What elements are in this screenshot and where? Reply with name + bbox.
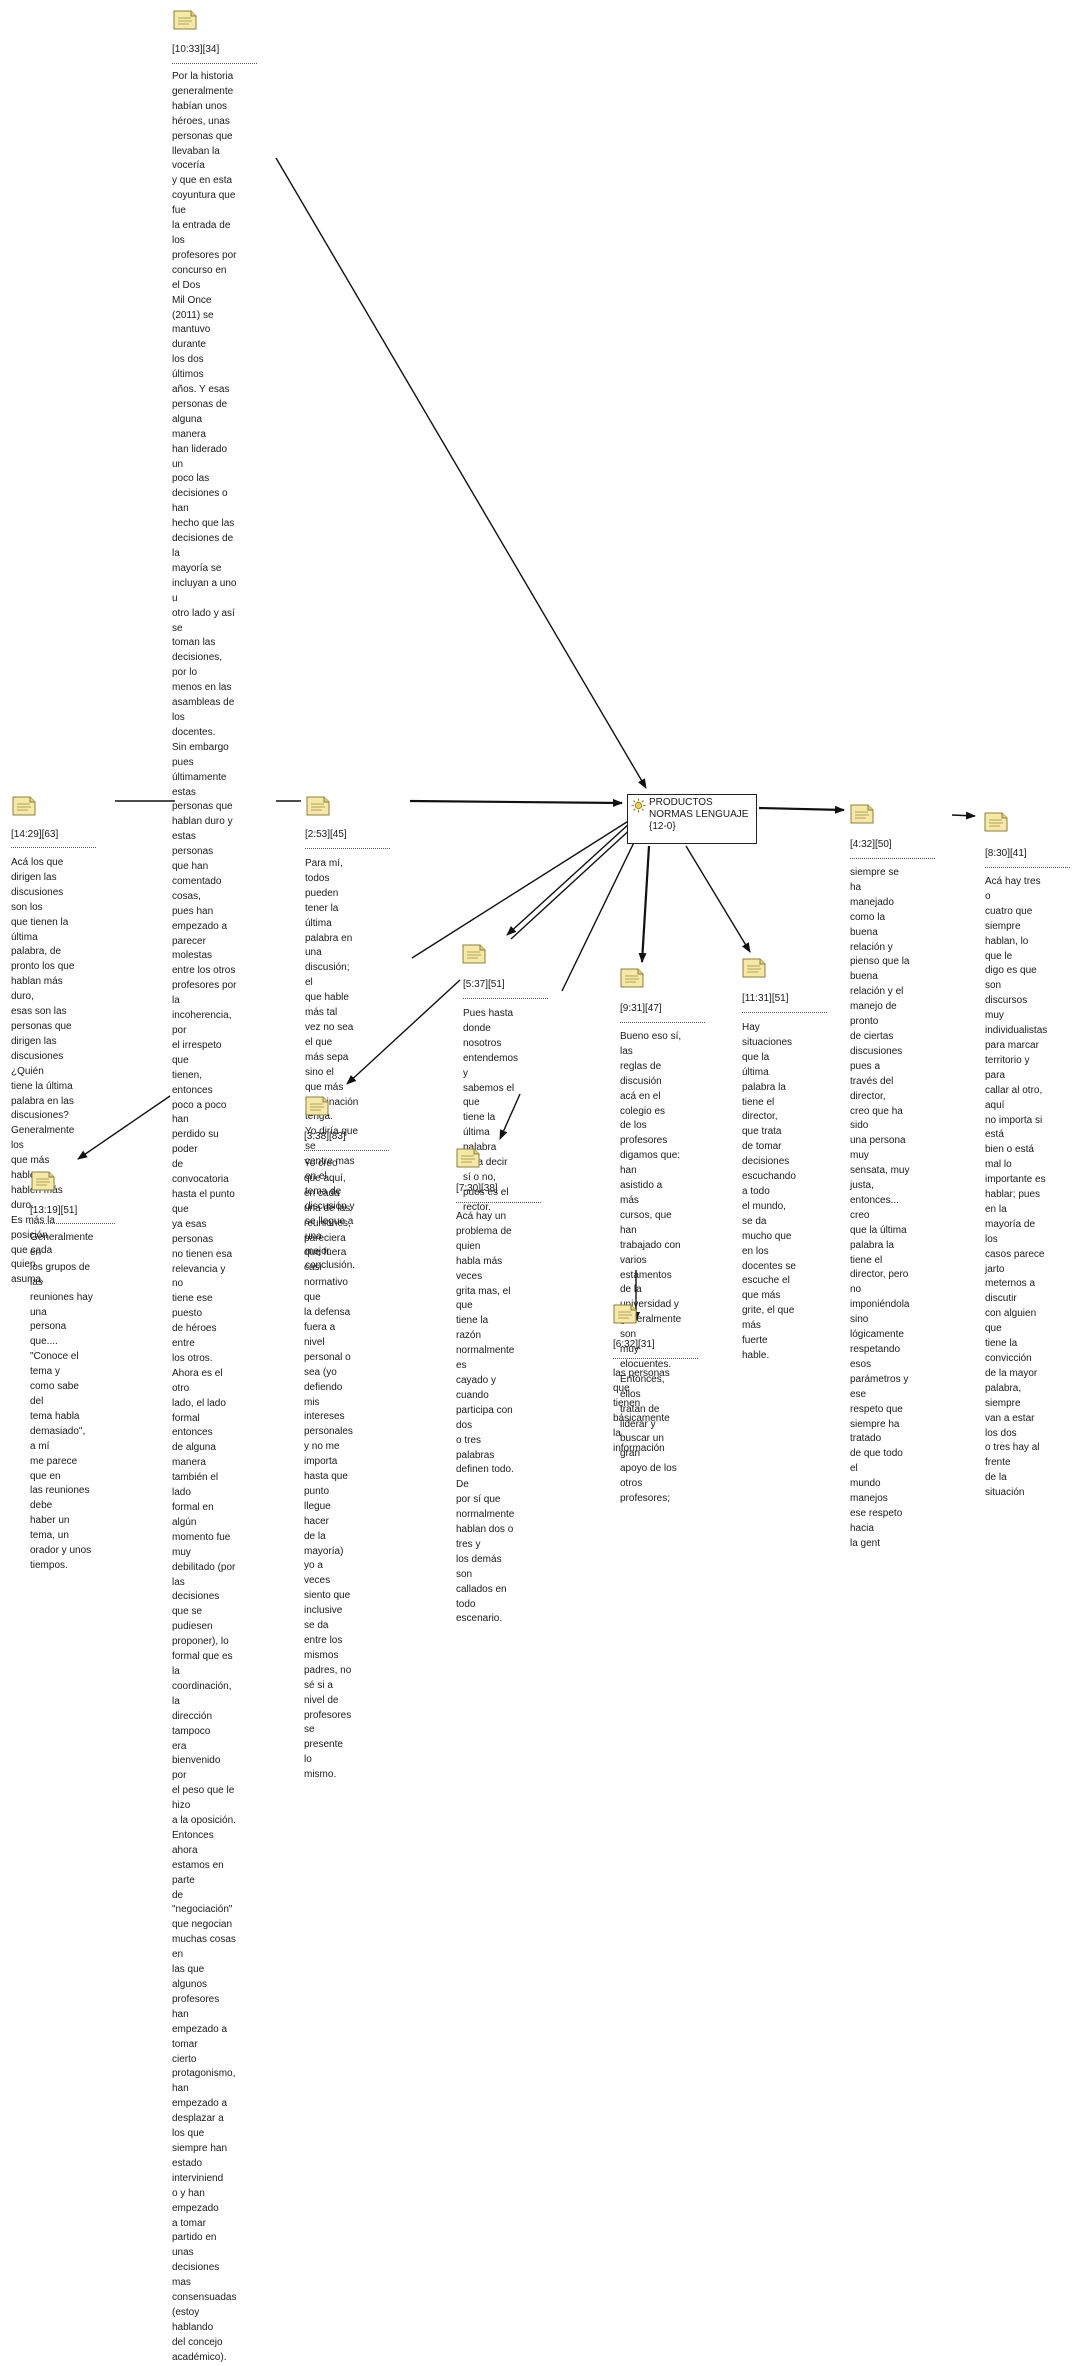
document-icon bbox=[304, 1095, 330, 1117]
document-icon bbox=[11, 795, 37, 817]
hub-title-line1: PRODUCTOS bbox=[649, 797, 713, 808]
divider bbox=[985, 867, 1070, 868]
document-icon bbox=[612, 1303, 638, 1325]
document-icon bbox=[461, 943, 487, 965]
quote-id: [8:30][41] bbox=[985, 848, 1027, 859]
divider bbox=[11, 847, 96, 848]
document-icon bbox=[455, 1147, 481, 1169]
document-icon bbox=[30, 1170, 56, 1192]
divider bbox=[172, 63, 257, 64]
quote-text: Acá hay un problema de quien habla más v… bbox=[456, 1211, 515, 1625]
link-hub-5-37-a bbox=[506, 822, 631, 936]
hub-count: {12-0} bbox=[649, 821, 676, 832]
quote-id: [2:53][45] bbox=[305, 829, 347, 840]
quote-text: Yo creo que aquí, en cada una de las reu… bbox=[304, 1158, 353, 1781]
divider bbox=[850, 858, 935, 859]
quote-id: [10:33][34] bbox=[172, 44, 220, 55]
link-13-19 bbox=[77, 1095, 171, 1160]
quote-id: [14:29][63] bbox=[11, 829, 59, 840]
sun-icon bbox=[631, 798, 646, 813]
divider bbox=[620, 1022, 705, 1023]
quote-id: [6:32][31] bbox=[613, 1339, 655, 1350]
document-icon bbox=[305, 795, 331, 817]
quote-id: [11:31][51] bbox=[742, 993, 789, 1004]
quote-text: Generalmente en los grupos de las reunio… bbox=[30, 1232, 94, 1571]
document-icon bbox=[172, 9, 198, 31]
link-hub-5-37-b bbox=[510, 825, 635, 940]
divider bbox=[30, 1223, 115, 1224]
quote-id: [9:31][47] bbox=[620, 1003, 662, 1014]
quote-text: Hay situaciones que la última palabra la… bbox=[742, 1022, 796, 1361]
document-icon bbox=[619, 967, 645, 989]
link-4-32-8-30 bbox=[951, 811, 976, 820]
document-icon bbox=[741, 957, 767, 979]
quote-id: [5:37][51] bbox=[463, 979, 505, 990]
divider bbox=[613, 1358, 698, 1359]
link-hub-11-31 bbox=[685, 845, 751, 953]
divider bbox=[463, 998, 548, 999]
link-hub-9-31 bbox=[638, 845, 651, 963]
link-hub-2-53 bbox=[409, 798, 623, 807]
quote-id: [4:32][50] bbox=[850, 839, 892, 850]
quote-id: [3:38][83] bbox=[304, 1131, 346, 1142]
link-10-33 bbox=[275, 157, 647, 789]
divider bbox=[742, 1012, 827, 1013]
quote-id: [13:19][51] bbox=[30, 1205, 78, 1216]
quote-text: las personas que tienen básicamente la i… bbox=[613, 1368, 670, 1454]
network-links bbox=[77, 157, 976, 1322]
hub-node-productos[interactable]: PRODUCTOS NORMAS LENGUAJE {12-0} bbox=[627, 794, 757, 844]
link-5-37-3-38 bbox=[346, 979, 461, 1085]
quote-id: [7:30][38] bbox=[456, 1183, 498, 1194]
hub-title-line2: NORMAS LENGUAJE bbox=[649, 809, 749, 820]
divider bbox=[456, 1202, 541, 1203]
quote-text: Para mí, todos pueden tener la última pa… bbox=[305, 858, 359, 1272]
document-icon bbox=[849, 803, 875, 825]
divider bbox=[304, 1150, 389, 1151]
link-hub-4-32 bbox=[758, 805, 845, 814]
document-icon bbox=[983, 811, 1009, 833]
link-2-53-outline bbox=[411, 819, 631, 959]
quote-text: Acá hay tres o cuatro que siempre hablan… bbox=[985, 876, 1048, 1499]
quote-text: Por la historia generalmente habían unos… bbox=[172, 71, 237, 2363]
divider bbox=[305, 848, 390, 849]
